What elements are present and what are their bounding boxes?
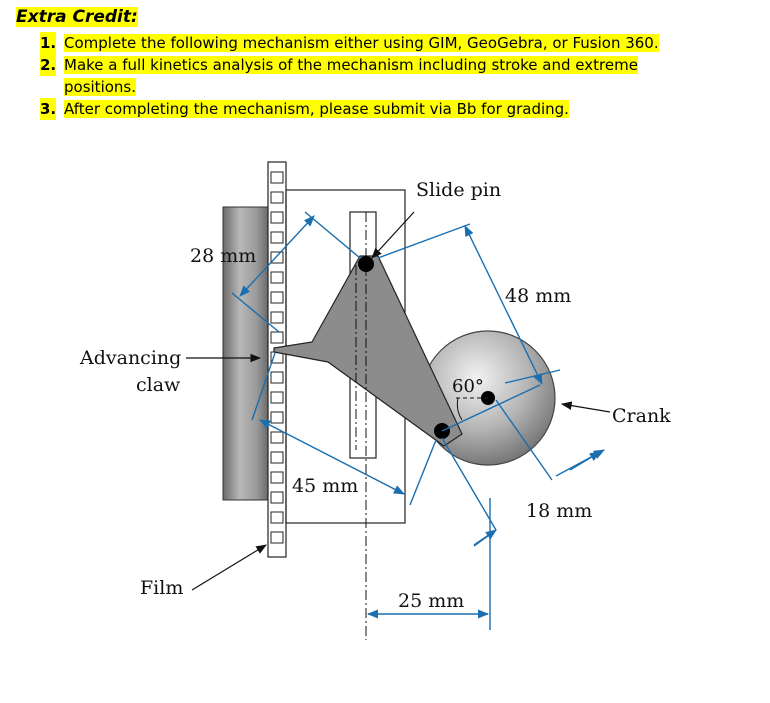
claw-link	[273, 255, 463, 447]
film-perforation	[270, 451, 284, 464]
leader-lines	[186, 211, 611, 591]
label-advancing: Advancing	[79, 347, 181, 369]
label-slide-pin: Slide pin	[416, 179, 501, 201]
film-perforation	[270, 231, 284, 244]
label-28mm: 28 mm	[190, 245, 256, 267]
label-crank: Crank	[612, 405, 671, 427]
film-perforation	[270, 371, 284, 384]
film-perforation	[270, 471, 284, 484]
label-45mm: 45 mm	[292, 475, 358, 497]
film-perforation	[270, 531, 284, 544]
film-perforation	[270, 211, 284, 224]
section-title: Extra Credit:	[16, 7, 138, 27]
label-film: Film	[140, 577, 183, 599]
label-48mm: 48 mm	[505, 285, 571, 307]
film-perforation	[270, 191, 284, 204]
task-item-1: 1. Complete the following mechanism eith…	[40, 32, 659, 54]
film-perforation	[270, 271, 284, 284]
label-claw: claw	[136, 374, 181, 396]
label-angle: 60°	[452, 376, 484, 397]
film-perforation	[270, 331, 284, 344]
film-perforation	[270, 511, 284, 524]
film-perforation	[270, 431, 284, 444]
film-perforation	[270, 311, 284, 324]
film-perforation	[270, 171, 284, 184]
task-item-2: 2. Make a full kinetics analysis of the …	[40, 54, 638, 96]
dimension-lines	[231, 211, 605, 630]
task-item-3: 3. After completing the mechanism, pleas…	[40, 98, 569, 120]
label-25mm: 25 mm	[398, 590, 464, 612]
task-list: 1. Complete the following mechanism eith…	[40, 32, 756, 120]
film-perforation	[270, 391, 284, 404]
film-perforation	[270, 491, 284, 504]
label-18mm: 18 mm	[526, 500, 592, 522]
film-perforation	[270, 291, 284, 304]
slide-pin	[358, 256, 374, 272]
film-perforation	[270, 411, 284, 424]
angle-arc	[456, 397, 463, 421]
assignment-header: Extra Credit: 1. Complete the following …	[16, 6, 756, 120]
